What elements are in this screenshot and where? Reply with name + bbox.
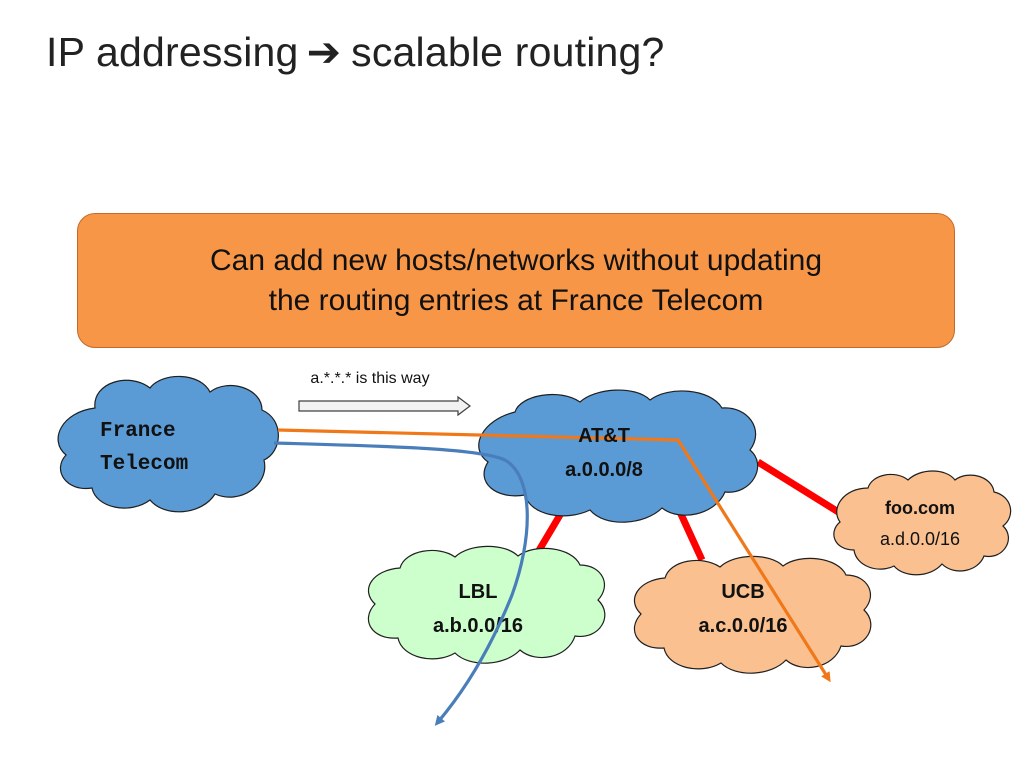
hint-text: a.*.*.* is this way bbox=[310, 370, 429, 387]
cloud-foo: foo.com a.d.0.0/16 bbox=[833, 470, 1012, 576]
cloud-france-telecom: France Telecom bbox=[57, 375, 279, 513]
link-att-lbl bbox=[534, 513, 564, 554]
route-orange-path bbox=[277, 428, 831, 683]
foo-label-2: a.d.0.0/16 bbox=[880, 529, 960, 549]
title-left: IP addressing bbox=[46, 29, 299, 75]
cloud-att bbox=[478, 389, 759, 523]
link-att-ucb bbox=[676, 510, 706, 562]
route-blue-path bbox=[273, 441, 529, 726]
callout-box: Can add new hosts/networks without updat… bbox=[77, 213, 955, 348]
att-label-2: a.0.0.0/8 bbox=[565, 459, 643, 481]
slide-title: IP addressing➔scalable routing? bbox=[46, 28, 665, 76]
france-telecom-label-2: Telecom bbox=[100, 453, 188, 476]
title-right: scalable routing? bbox=[351, 29, 665, 75]
att-label-1: AT&T bbox=[578, 425, 630, 447]
cloud-shape bbox=[633, 555, 872, 674]
lbl-label-1: LBL bbox=[459, 581, 498, 603]
ucb-label-2: a.c.0.0/16 bbox=[699, 615, 788, 637]
cloud-ucb: UCB a.c.0.0/16 bbox=[633, 555, 872, 674]
callout-line-2: the routing entries at France Telecom bbox=[268, 283, 764, 317]
link-att-foo bbox=[756, 459, 850, 521]
cloud-shape bbox=[833, 470, 1012, 576]
cloud-shape bbox=[57, 375, 279, 513]
cloud-shape bbox=[478, 389, 759, 523]
hint-arrow-icon bbox=[298, 395, 471, 417]
callout-line-1: Can add new hosts/networks without updat… bbox=[209, 243, 823, 277]
cloud-shape bbox=[367, 545, 606, 664]
ucb-label-1: UCB bbox=[721, 581, 764, 603]
right-arrow-icon: ➔ bbox=[306, 29, 342, 75]
cloud-lbl: LBL a.b.0.0/16 bbox=[367, 545, 606, 664]
foo-label-1: foo.com bbox=[885, 498, 955, 518]
france-telecom-label-1: France bbox=[100, 420, 176, 443]
lbl-label-2: a.b.0.0/16 bbox=[433, 615, 523, 637]
